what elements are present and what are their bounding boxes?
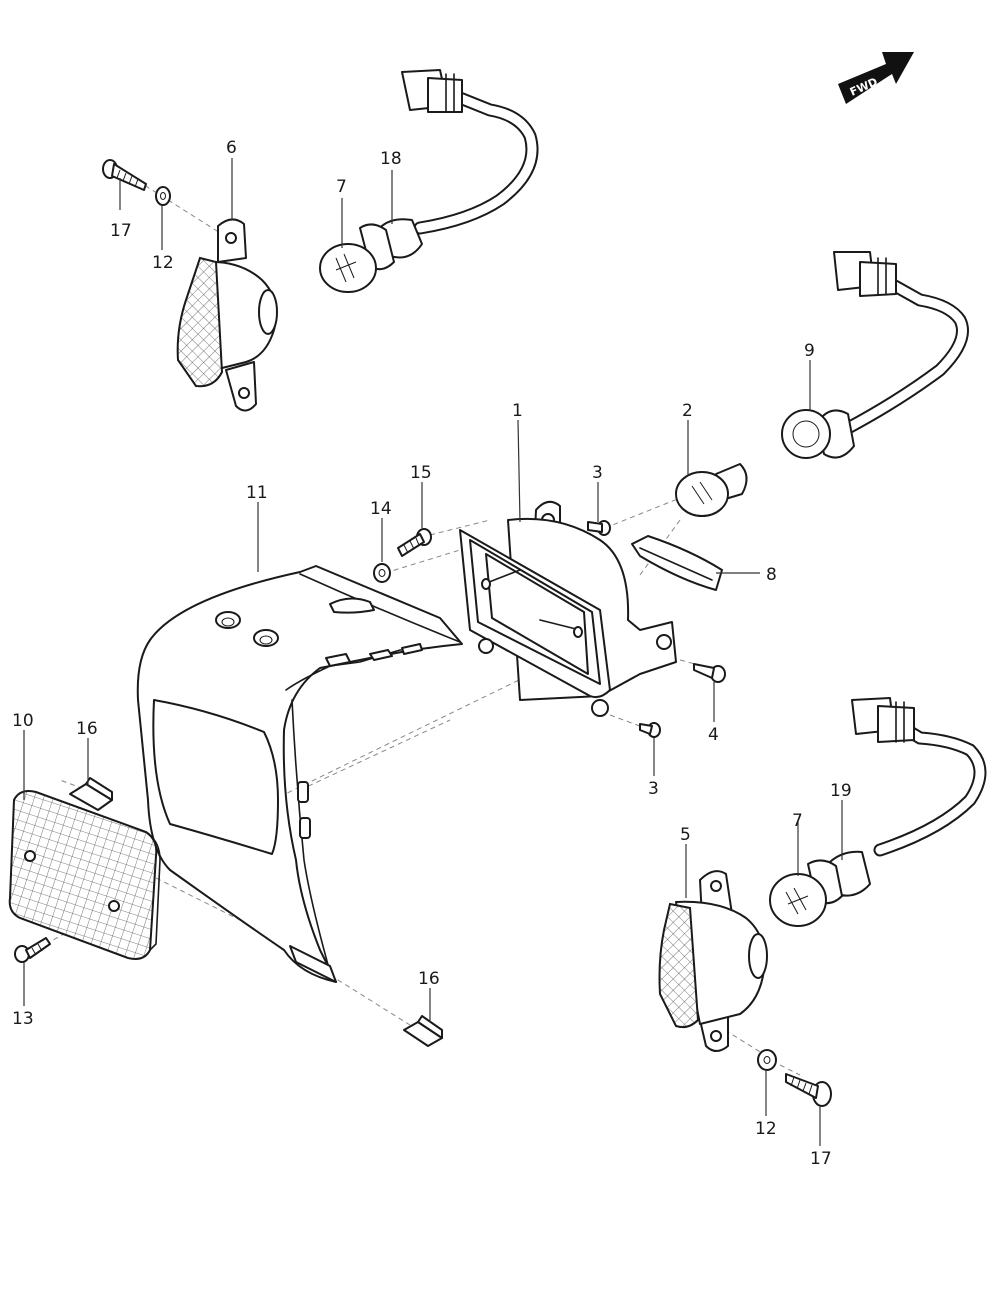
callout-13: 13 <box>12 1009 34 1029</box>
turn-signal-left <box>176 218 278 412</box>
callout-8: 8 <box>766 565 777 585</box>
license-bracket-11 <box>136 565 463 983</box>
callout-7-top: 7 <box>336 177 347 197</box>
callout-14: 14 <box>370 499 392 519</box>
leader-lines <box>23 158 843 1146</box>
callout-6: 6 <box>226 138 237 158</box>
bulb-socket-harness-top <box>319 69 539 293</box>
tail-light-housing <box>459 500 677 717</box>
washer-12-bottom <box>757 1049 777 1071</box>
callout-3-bottom: 3 <box>648 779 659 799</box>
callout-16-top: 16 <box>76 719 98 739</box>
callout-10: 10 <box>12 711 34 731</box>
callout-7-bottom: 7 <box>792 811 803 831</box>
screw-13 <box>14 937 51 963</box>
clip-16-bottom <box>403 1015 443 1047</box>
screw-4 <box>693 663 726 683</box>
callout-17-top: 17 <box>110 221 132 241</box>
bulb-socket-harness-bottom <box>769 697 987 927</box>
screw-3-top <box>587 520 611 536</box>
reflector-plate-8 <box>631 535 723 591</box>
callout-5: 5 <box>680 825 691 845</box>
callout-16-bottom: 16 <box>418 969 440 989</box>
screw-15 <box>397 528 432 557</box>
turn-signal-right <box>658 870 768 1052</box>
screw-17-bottom <box>785 1073 832 1107</box>
callout-2: 2 <box>682 401 693 421</box>
callout-3-top: 3 <box>592 463 603 483</box>
washer-12-top <box>155 186 171 206</box>
screw-3-bottom <box>639 722 661 738</box>
socket-harness-right <box>781 251 969 459</box>
callout-12-top: 12 <box>152 253 174 273</box>
callout-17-bottom: 17 <box>810 1149 832 1169</box>
fwd-arrow-icon: FWD <box>838 52 914 104</box>
callout-labels: 6 17 12 7 18 9 1 2 3 15 11 14 8 4 3 10 1… <box>12 138 852 1169</box>
bulb-2 <box>675 463 748 517</box>
callout-11: 11 <box>246 483 268 503</box>
callout-9: 9 <box>804 341 815 361</box>
clip-16-top <box>69 777 113 811</box>
callout-19: 19 <box>830 781 852 801</box>
washer-14 <box>373 563 391 583</box>
callout-12-bottom: 12 <box>755 1119 777 1139</box>
callout-1: 1 <box>512 401 523 421</box>
screw-17-top <box>102 159 147 191</box>
callout-4: 4 <box>708 725 719 745</box>
license-lens-10 <box>8 790 161 960</box>
callout-15: 15 <box>410 463 432 483</box>
callout-18: 18 <box>380 149 402 169</box>
